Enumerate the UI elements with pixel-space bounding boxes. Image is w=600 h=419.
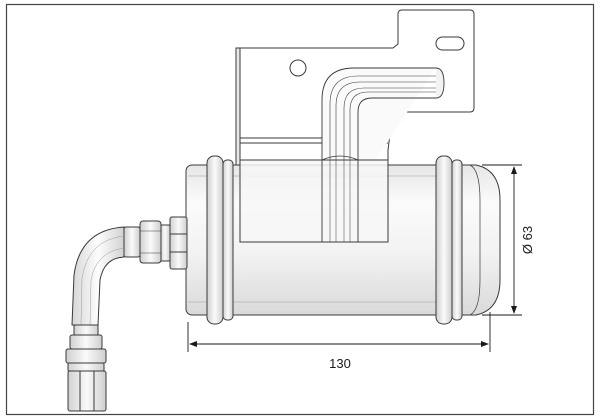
drawing-frame bbox=[5, 3, 595, 416]
length-label: 130 bbox=[329, 356, 351, 371]
left-sealing-ring bbox=[206, 155, 234, 325]
bracket-slot-hole bbox=[435, 36, 465, 51]
length-dimension bbox=[187, 312, 491, 352]
bracket-clamp bbox=[239, 159, 389, 243]
connecting-pipe bbox=[71, 226, 125, 326]
diameter-label: Ø 63 bbox=[520, 226, 535, 254]
hex-fitting bbox=[123, 216, 188, 270]
bracket-round-hole bbox=[289, 59, 307, 77]
diameter-dimension bbox=[482, 164, 522, 316]
right-sealing-ring bbox=[435, 155, 463, 325]
bottom-connector bbox=[65, 324, 107, 412]
